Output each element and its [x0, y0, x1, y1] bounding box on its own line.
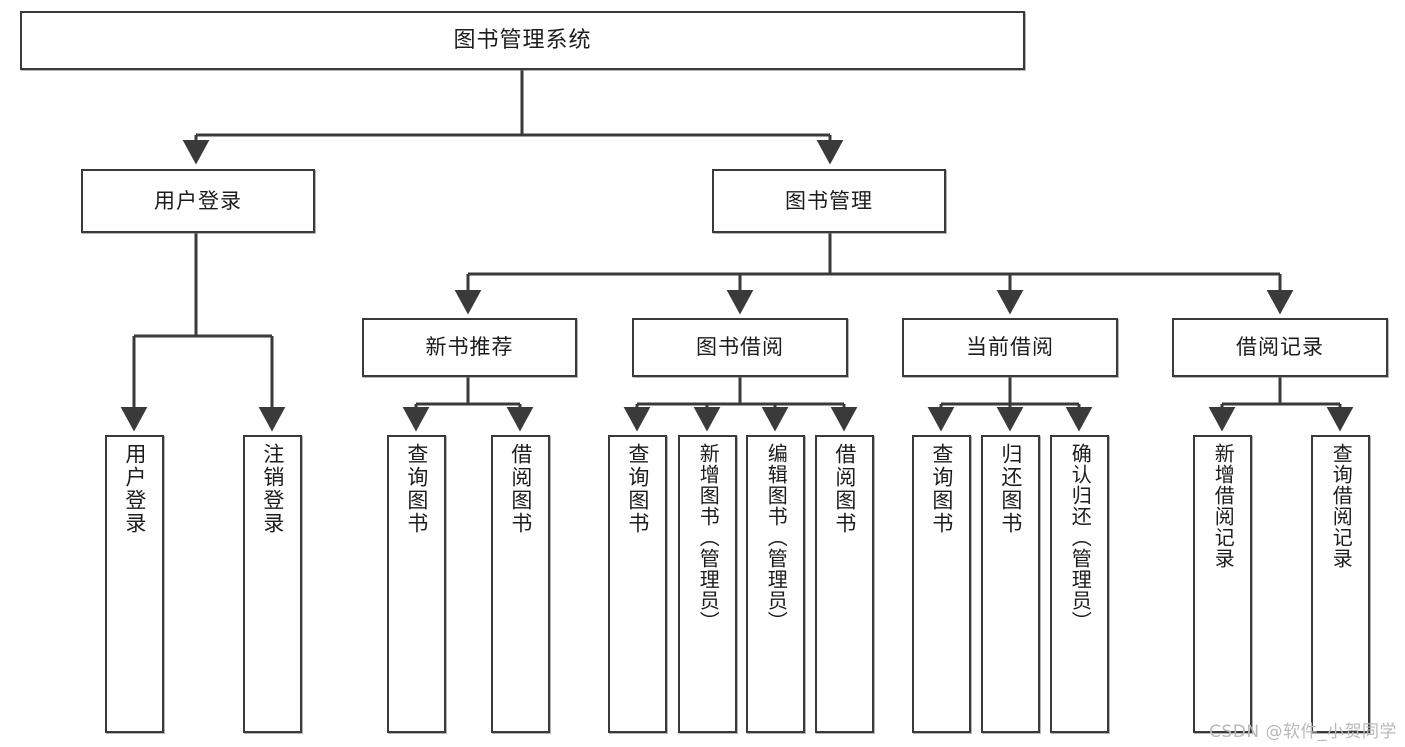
- node-leaf-add-record[interactable]: 新增借阅记录: [1193, 435, 1252, 733]
- node-label: 当前借阅: [966, 335, 1054, 360]
- node-leaf-return-book[interactable]: 归还图书: [981, 435, 1040, 733]
- node-label: 用户登录: [154, 188, 242, 213]
- node-book-manage[interactable]: 图书管理: [712, 169, 946, 233]
- node-leaf-borrow-book-2[interactable]: 借阅图书: [815, 435, 874, 733]
- node-label: 图书管理: [785, 188, 873, 213]
- node-leaf-edit-book[interactable]: 编辑图书（管理员）: [746, 435, 805, 733]
- node-label: 查询图书: [929, 443, 954, 535]
- node-leaf-query-book-3[interactable]: 查询图书: [912, 435, 971, 733]
- node-label: 注销登录: [260, 443, 285, 535]
- node-label: 借阅图书: [508, 443, 533, 535]
- node-label: 借阅记录: [1236, 335, 1324, 360]
- node-leaf-query-record[interactable]: 查询借阅记录: [1311, 435, 1370, 733]
- node-label: 确认归还（管理员）: [1068, 443, 1093, 632]
- node-label: 新增图书（管理员）: [696, 443, 721, 632]
- node-leaf-user-logout[interactable]: 注销登录: [243, 435, 302, 733]
- node-label: 归还图书: [998, 443, 1023, 535]
- node-book-borrow[interactable]: 图书借阅: [632, 318, 848, 377]
- node-leaf-add-book[interactable]: 新增图书（管理员）: [678, 435, 737, 733]
- node-current-borrow[interactable]: 当前借阅: [902, 318, 1118, 377]
- node-label: 新书推荐: [425, 335, 514, 360]
- node-borrow-record[interactable]: 借阅记录: [1172, 318, 1388, 377]
- node-label: 借阅图书: [832, 443, 857, 535]
- node-label: 查询图书: [404, 443, 429, 535]
- node-leaf-query-book-1[interactable]: 查询图书: [387, 435, 446, 733]
- node-label: 查询图书: [625, 443, 650, 535]
- node-leaf-borrow-book-1[interactable]: 借阅图书: [491, 435, 550, 733]
- node-label: 图书管理系统: [453, 27, 592, 53]
- node-user-login[interactable]: 用户登录: [81, 169, 315, 233]
- watermark: CSDN @软件_小贺同学: [1209, 722, 1397, 742]
- node-label: 用户登录: [122, 443, 147, 535]
- node-label: 新增借阅记录: [1211, 443, 1236, 569]
- node-leaf-user-login[interactable]: 用户登录: [105, 435, 164, 733]
- node-leaf-confirm-return[interactable]: 确认归还（管理员）: [1050, 435, 1109, 733]
- node-root-system[interactable]: 图书管理系统: [20, 11, 1025, 70]
- node-label: 查询借阅记录: [1329, 443, 1354, 569]
- node-label: 编辑图书（管理员）: [764, 443, 789, 632]
- node-leaf-query-book-2[interactable]: 查询图书: [608, 435, 667, 733]
- node-label: 图书借阅: [696, 335, 784, 360]
- node-new-book-rec[interactable]: 新书推荐: [362, 318, 577, 377]
